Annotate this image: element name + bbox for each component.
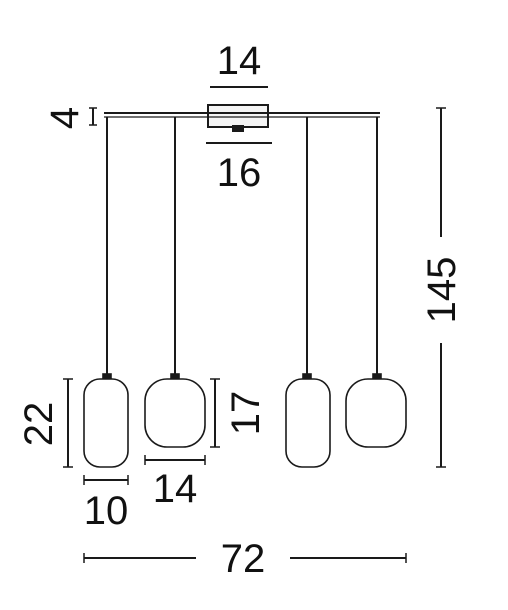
tall-shade-height-label: 22: [17, 402, 61, 447]
dimension-lines: [63, 86, 446, 563]
suspension-cables: [106, 117, 378, 374]
lamp-shades: [83, 373, 407, 468]
ceiling-canopy: [104, 104, 380, 132]
canopy-depth-label: 4: [43, 107, 87, 129]
round-shade-height-label: 17: [224, 391, 268, 436]
tall-shade-2: [285, 373, 331, 468]
round-shade-1: [144, 373, 206, 448]
canopy-knob: [232, 125, 244, 132]
round-shade-2: [345, 373, 407, 448]
canopy-plate-width-label: 16: [217, 151, 262, 195]
total-height-label: 145: [420, 257, 464, 324]
canopy-plate: [207, 104, 269, 128]
total-width-label: 72: [221, 537, 266, 581]
tall-shade-1: [83, 373, 129, 468]
round-shade-width-label: 14: [153, 467, 198, 511]
tall-shade-width-label: 10: [84, 489, 129, 533]
canopy-width-label: 14: [217, 39, 262, 83]
